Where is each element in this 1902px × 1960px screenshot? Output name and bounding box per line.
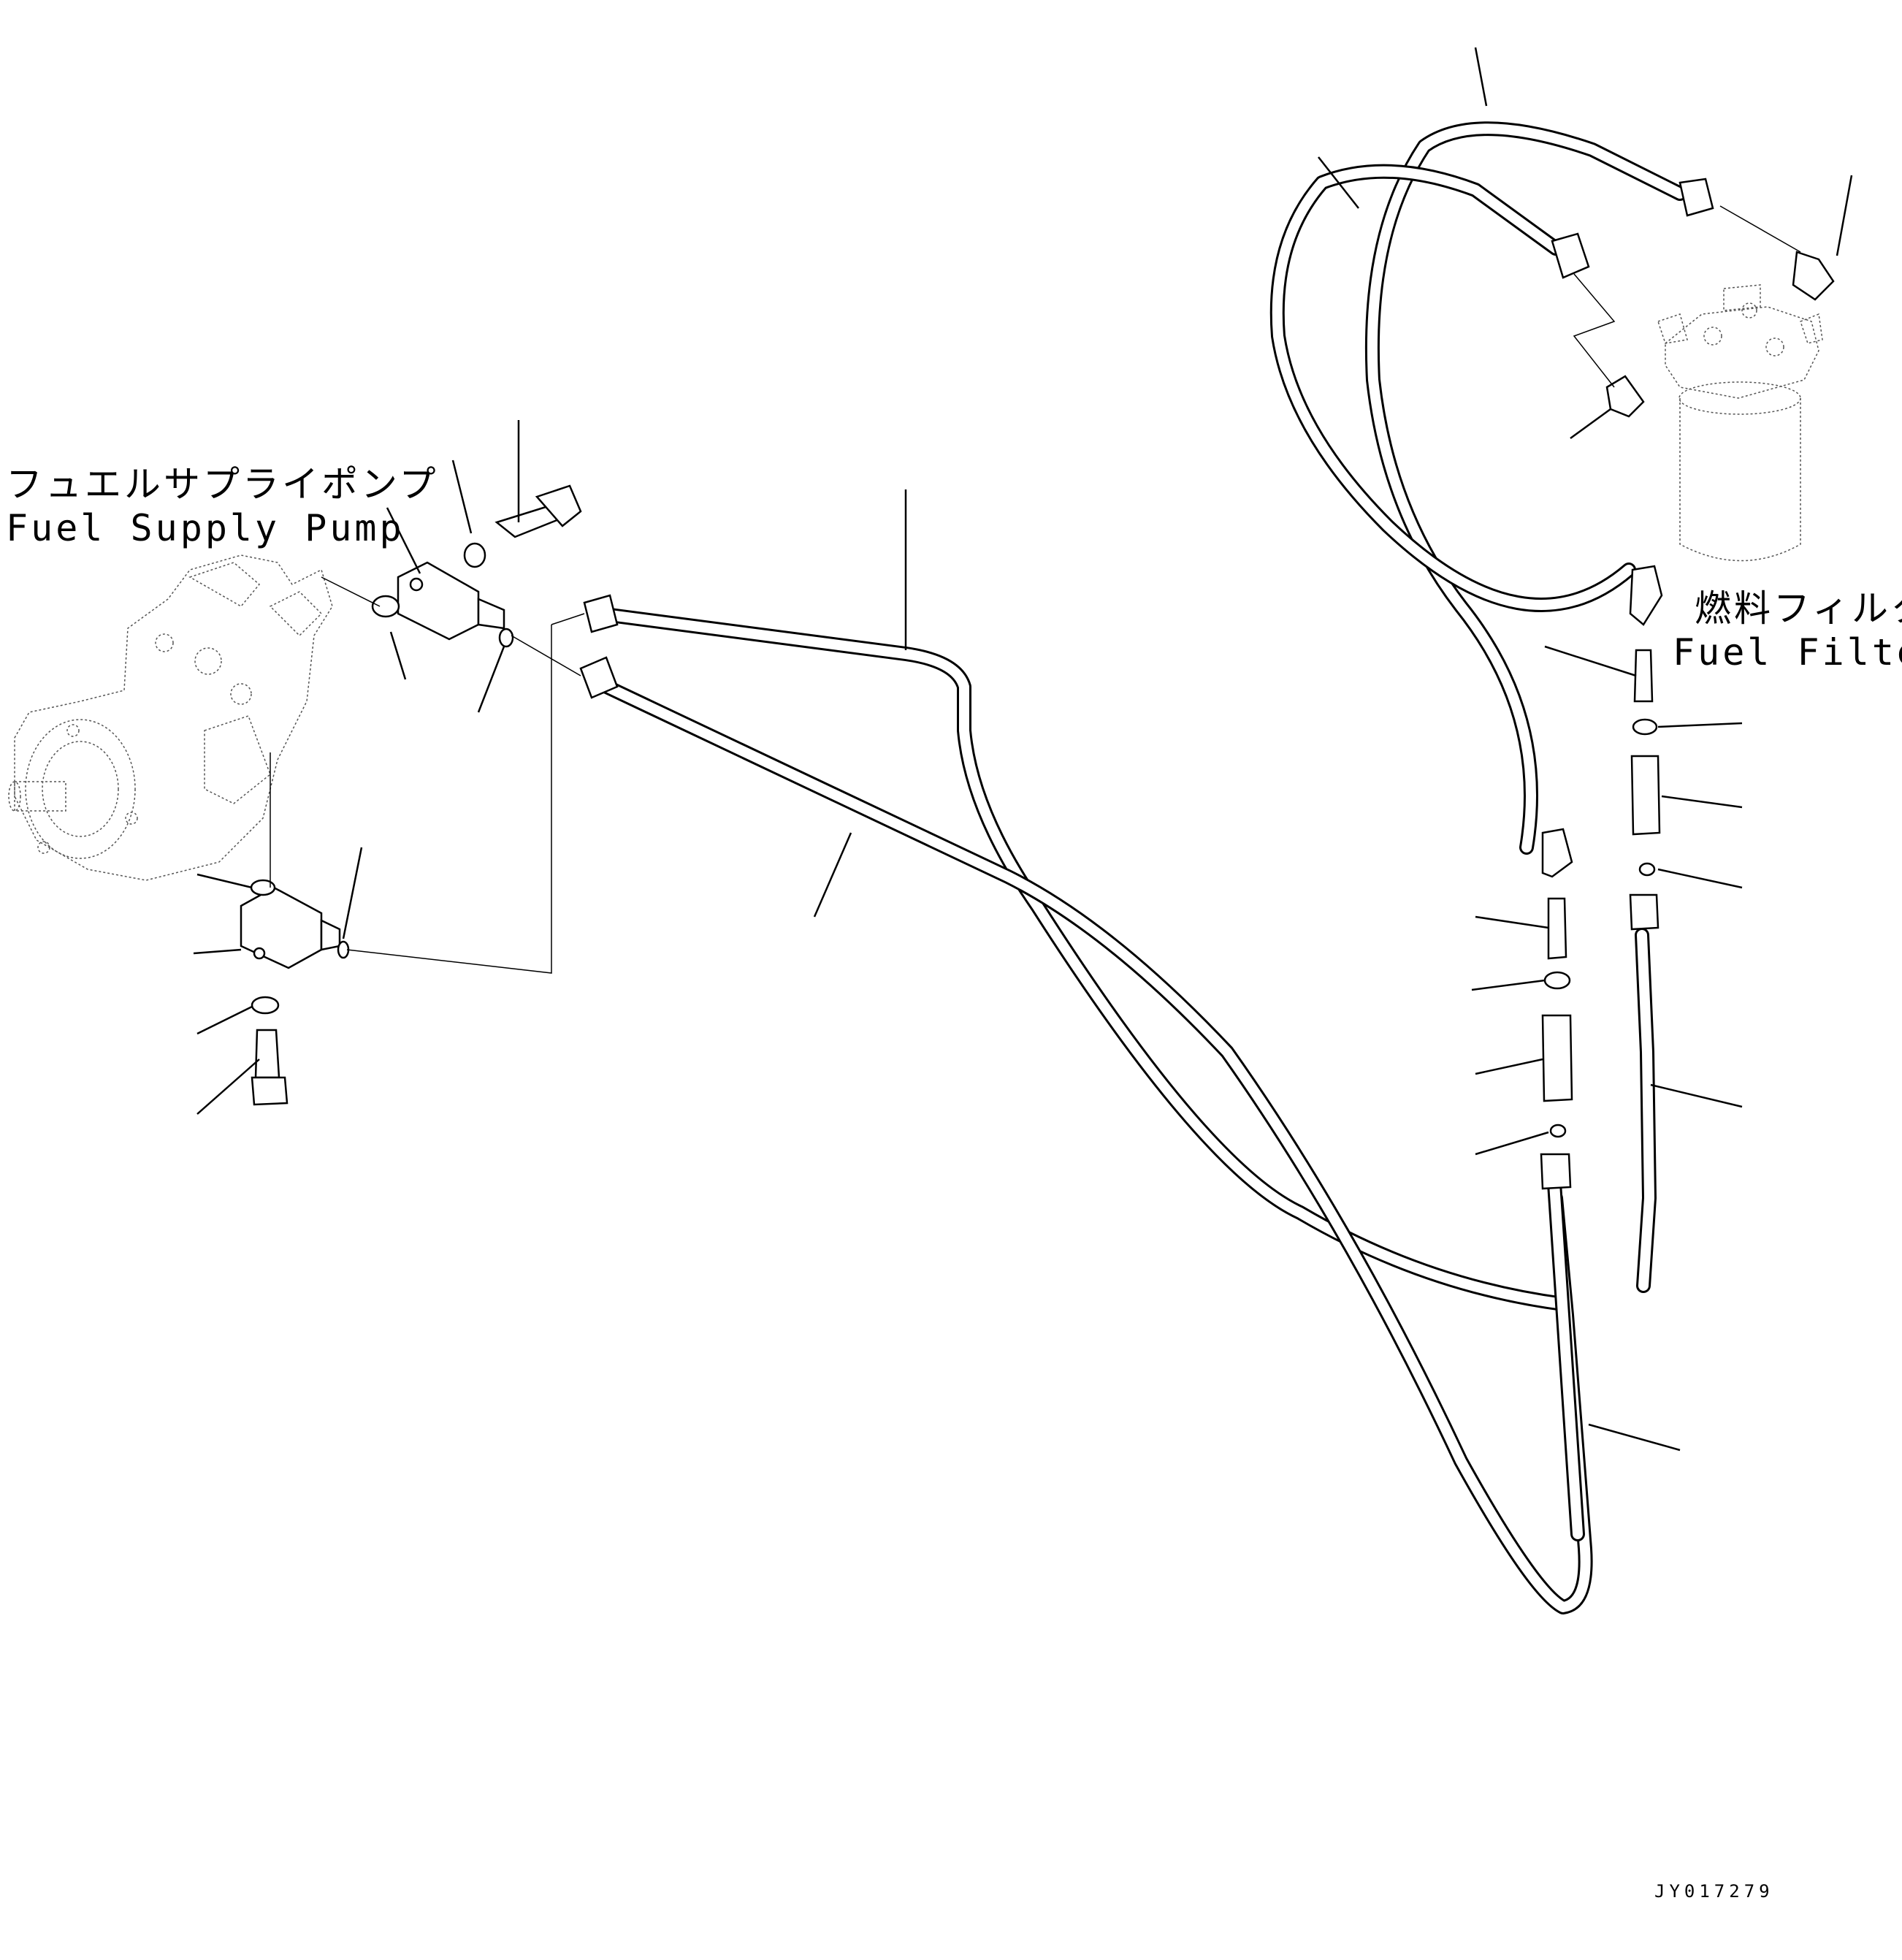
lower-washer-top	[250, 879, 276, 896]
pump-washer	[371, 595, 400, 618]
center-o-ring	[1549, 1124, 1567, 1138]
pump-label-en: Fuel Supply Pump	[6, 507, 405, 549]
right-adapter	[1630, 755, 1661, 836]
lower-o-ring	[337, 940, 350, 959]
right-connector	[1633, 649, 1654, 703]
hose-pump-lower	[592, 676, 1593, 1614]
hose-filter-inner	[1269, 164, 1636, 612]
drawing-number: JY017279	[1654, 1881, 1774, 1902]
lower-banjo-bolt	[251, 1029, 289, 1106]
upper-o-ring	[498, 628, 514, 648]
center-washer	[1543, 971, 1571, 990]
assembly-guide-lines	[270, 205, 1801, 974]
hose-center-vertical	[1547, 1176, 1585, 1541]
filter-label-jp: 燃料フィルタ	[1695, 587, 1902, 630]
hose-filter-outer	[1364, 121, 1687, 855]
pump-label-jp: フュエルサプライポンプ	[6, 463, 439, 506]
hose-pump-upper	[592, 606, 1570, 1311]
filter-outlet-elbow	[1629, 565, 1663, 626]
center-elbow	[1541, 828, 1573, 878]
filter-hose-nut-left	[1551, 232, 1590, 279]
fuel-filter	[1657, 284, 1823, 562]
upper-banjo-bolt	[494, 484, 582, 538]
center-hose-nut	[1540, 1153, 1572, 1190]
right-o-ring	[1638, 862, 1656, 877]
upper-washer	[463, 542, 486, 568]
filter-elbow-right	[1792, 251, 1835, 301]
lower-hose-nut	[579, 656, 619, 699]
upper-joint-block	[397, 561, 505, 641]
leader-lines	[193, 47, 1853, 1452]
center-adapter	[1541, 1014, 1573, 1102]
right-washer	[1632, 718, 1658, 736]
center-connector	[1547, 897, 1567, 960]
hose-right-vertical	[1635, 928, 1657, 1293]
fuel-supply-pump	[8, 554, 333, 881]
right-hose-nut	[1629, 893, 1660, 931]
filter-elbow-left	[1605, 375, 1645, 418]
upper-hose-nut	[583, 594, 619, 633]
filter-label-en: Fuel Filter	[1673, 631, 1902, 674]
filter-hose-nut-right	[1678, 178, 1714, 217]
lower-joint-block	[240, 886, 341, 969]
lower-washer-bottom	[251, 996, 280, 1015]
